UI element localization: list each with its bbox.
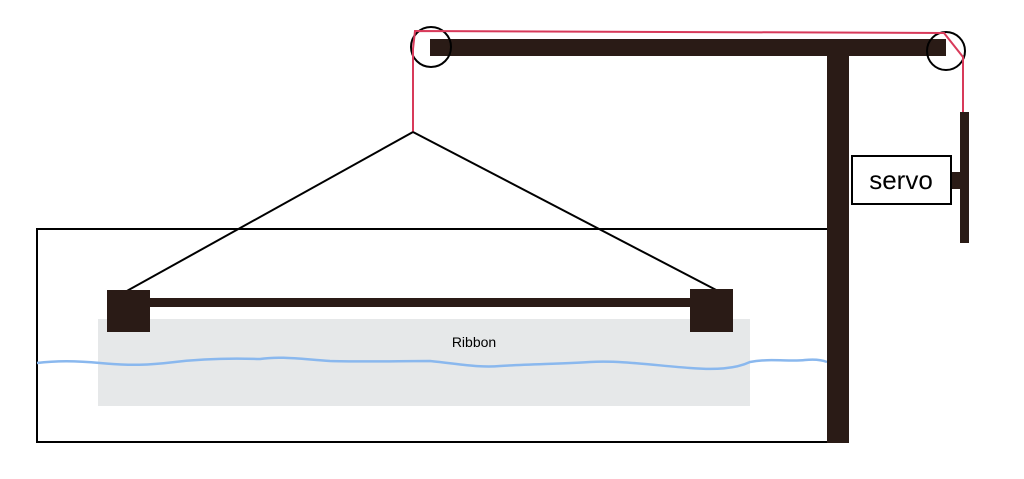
right-suspension-line [412,131,721,293]
right-pulley [926,31,966,71]
ribbon-area [98,319,750,406]
left-pulley [410,26,452,68]
ribbon-holder-bar [138,298,700,307]
servo-box [851,155,952,205]
water-surface-line [36,356,828,371]
ribbon-label: Ribbon [452,334,496,350]
pull-string [412,29,964,132]
servo-label: servo [869,165,933,195]
support-post [827,55,849,443]
right-end-block [690,289,733,332]
left-suspension-line [124,131,414,293]
servo-shaft [950,172,966,189]
left-end-block [107,290,150,332]
top-beam [430,39,946,56]
